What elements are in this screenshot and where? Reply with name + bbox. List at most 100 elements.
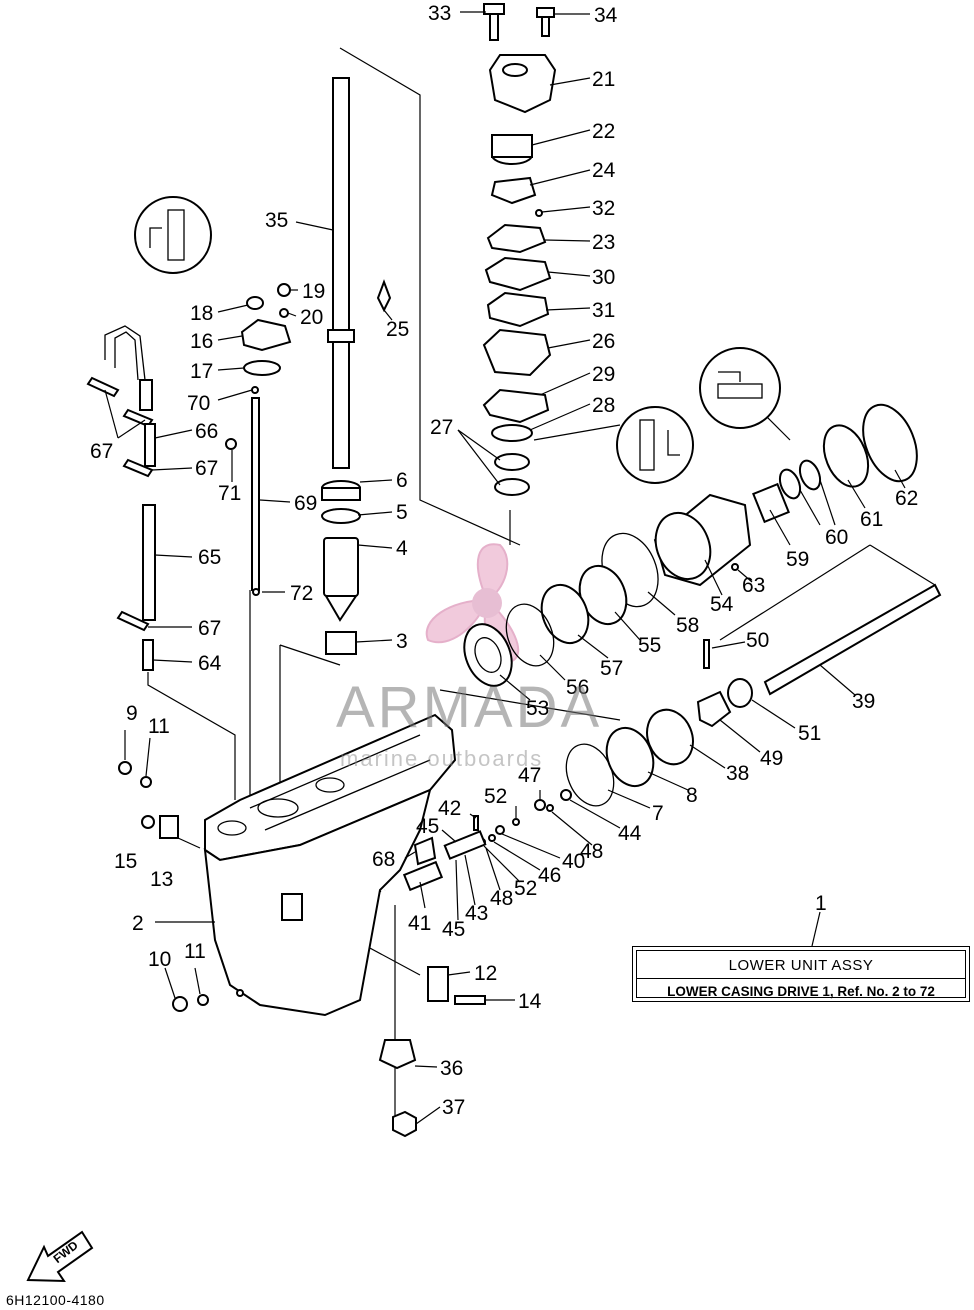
shift-slider-41 <box>402 860 444 892</box>
o-ring-17 <box>243 360 281 376</box>
detail-views <box>134 196 781 484</box>
callout-61: 61 <box>860 508 883 531</box>
nut-37 <box>392 1110 417 1138</box>
callout-1: 1 <box>815 892 827 915</box>
grommet-64 <box>142 639 154 671</box>
callout-4: 4 <box>396 537 408 560</box>
callout-41: 41 <box>408 912 431 935</box>
callout-40: 40 <box>562 850 585 873</box>
callout-62: 62 <box>895 487 918 510</box>
shift-cam-43 <box>443 830 487 860</box>
callout-35: 35 <box>265 209 288 232</box>
pin-50 <box>703 639 710 669</box>
dog-clutch-49 <box>696 690 732 728</box>
callout-2: 2 <box>132 912 144 935</box>
needle-bearing-59 <box>752 482 790 524</box>
plug-15 <box>141 815 155 829</box>
retainer-16 <box>240 318 292 352</box>
callout-49: 49 <box>760 747 783 770</box>
callout-labels: 33 34 21 22 24 32 23 30 31 26 29 28 27 3… <box>90 2 918 1119</box>
shift-plunger-68 <box>413 836 437 866</box>
callout-63: 63 <box>742 574 765 597</box>
callout-53: 53 <box>526 697 549 720</box>
insert-cartridge-body <box>491 134 533 158</box>
callout-56: 56 <box>566 676 589 699</box>
callout-17: 17 <box>190 360 213 383</box>
impeller <box>490 176 537 205</box>
o-ring-5 <box>321 508 361 524</box>
reference-lines <box>147 47 936 1130</box>
detail-view-seal-centre <box>616 406 694 484</box>
callout-26: 26 <box>592 330 615 353</box>
grommet-upper <box>139 379 153 411</box>
gasket-29 <box>482 388 550 424</box>
callout-3: 3 <box>396 630 408 653</box>
callout-11-lower: 11 <box>184 940 206 963</box>
assembly-divider <box>637 978 965 979</box>
callout-25: 25 <box>386 318 409 341</box>
bolt-33-head <box>483 3 505 15</box>
spring-44 <box>560 789 572 801</box>
pin-42 <box>473 815 479 831</box>
washer-48a <box>546 804 554 812</box>
clip-72 <box>252 588 260 596</box>
pin-40 <box>495 825 505 835</box>
callout-59: 59 <box>786 548 809 571</box>
callout-6: 6 <box>396 469 408 492</box>
callout-45-upper: 45 <box>416 815 439 838</box>
callout-34: 34 <box>594 4 618 27</box>
key-32 <box>535 209 543 217</box>
callout-37: 37 <box>442 1096 465 1119</box>
callout-24: 24 <box>592 159 616 182</box>
callout-32: 32 <box>592 197 615 220</box>
bolt-9 <box>118 761 132 775</box>
callout-68: 68 <box>372 848 395 871</box>
detail-view-seal-right <box>699 347 781 429</box>
outer-plate-cartridge <box>486 223 547 254</box>
propeller-shaft-group <box>463 403 942 807</box>
bushing-6-body <box>321 487 361 501</box>
callout-50: 50 <box>746 629 769 652</box>
callout-19: 19 <box>302 280 325 303</box>
callout-16: 16 <box>190 330 213 353</box>
anode-13 <box>159 815 179 839</box>
callout-23: 23 <box>592 231 615 254</box>
callout-27: 27 <box>430 416 453 439</box>
callout-57: 57 <box>600 657 623 680</box>
callout-15: 15 <box>114 850 137 873</box>
callout-67-lower: 67 <box>198 617 221 640</box>
callout-leaders <box>104 11 906 1125</box>
callout-65: 65 <box>198 546 221 569</box>
water-tube <box>104 325 146 381</box>
sleeve-4 <box>323 537 359 597</box>
callout-9: 9 <box>126 702 138 725</box>
collar-18 <box>246 296 264 310</box>
callout-21: 21 <box>592 68 615 91</box>
callout-44: 44 <box>618 822 642 845</box>
bearing-3 <box>325 631 357 655</box>
washer-52a <box>512 818 520 826</box>
o-ring-60a <box>798 459 822 491</box>
callout-7: 7 <box>652 802 664 825</box>
callout-55: 55 <box>638 634 661 657</box>
drive-shaft-collar <box>327 329 355 343</box>
casing-hole <box>236 989 244 997</box>
callout-18: 18 <box>190 302 213 325</box>
shim-57 <box>540 583 590 645</box>
fwd-arrow-icon <box>26 1230 94 1283</box>
thrust-washer-56 <box>505 603 555 667</box>
callout-20: 20 <box>300 306 323 329</box>
callout-51: 51 <box>798 722 821 745</box>
washer-71 <box>225 438 237 450</box>
assembly-info-inner: LOWER UNIT ASSY LOWER CASING DRIVE 1, Re… <box>636 950 966 999</box>
washer-47 <box>534 799 546 811</box>
shift-linkage <box>402 789 572 892</box>
drive-shaft-column <box>321 77 392 655</box>
callout-45-lower: 45 <box>442 918 465 941</box>
watermark-brand: ARMADA <box>336 675 603 740</box>
callout-67-upper: 67 <box>90 440 113 463</box>
callout-12: 12 <box>474 962 497 985</box>
water-pump-assembly <box>482 3 557 496</box>
spring-66 <box>144 423 156 467</box>
